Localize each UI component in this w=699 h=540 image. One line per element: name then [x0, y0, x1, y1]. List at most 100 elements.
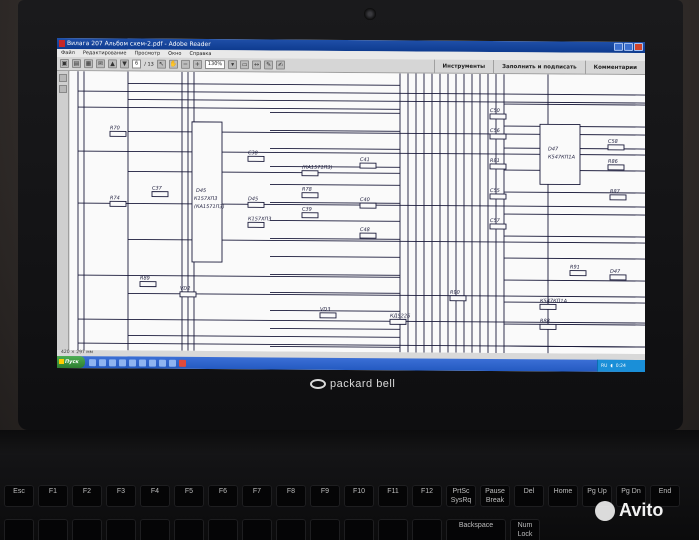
- key[interactable]: [310, 519, 340, 540]
- key-label: F1: [48, 488, 58, 495]
- minimize-button[interactable]: [614, 42, 623, 51]
- key-label: End: [658, 488, 672, 495]
- explorer-icon[interactable]: [99, 358, 106, 366]
- app-icon[interactable]: [119, 358, 126, 366]
- schematic-wire: [128, 98, 645, 104]
- app-icon[interactable]: [129, 358, 136, 366]
- zoom-out-icon[interactable]: −: [180, 59, 190, 69]
- menu-file[interactable]: Файл: [61, 49, 75, 57]
- menu-view[interactable]: Просмотр: [134, 50, 161, 57]
- pages-panel-icon[interactable]: [59, 73, 67, 83]
- fit-width-icon[interactable]: ↔: [252, 60, 262, 70]
- key-f3[interactable]: F3: [106, 485, 136, 507]
- key-f8[interactable]: F8: [276, 485, 306, 507]
- maximize-button[interactable]: [624, 42, 633, 51]
- menu-help[interactable]: Справка: [189, 50, 212, 58]
- key[interactable]: [412, 519, 442, 540]
- numlock-key[interactable]: Num Lock: [510, 519, 540, 540]
- key-f10[interactable]: F10: [344, 485, 374, 507]
- page-down-icon[interactable]: ▼: [120, 59, 129, 69]
- schematic-wire: [78, 318, 645, 324]
- open-icon[interactable]: ▣: [60, 58, 69, 69]
- key-pg-dn[interactable]: Pg Dn: [616, 485, 646, 507]
- backspace-key[interactable]: Backspace: [446, 519, 506, 540]
- component: [319, 312, 337, 319]
- component: [359, 232, 377, 239]
- component: [489, 193, 507, 200]
- key[interactable]: [38, 519, 68, 540]
- key[interactable]: [72, 519, 102, 540]
- key[interactable]: [208, 519, 238, 540]
- schematic-wire: [270, 327, 400, 330]
- circuit-schematic: R70R74C37C38D45К157ХП3(КА1571П3)R78C39C4…: [77, 71, 645, 354]
- key[interactable]: [242, 519, 272, 540]
- save-icon[interactable]: ▤: [72, 59, 81, 69]
- key[interactable]: [276, 519, 306, 540]
- comments-panel-button[interactable]: Комментарии: [584, 60, 645, 76]
- key-f7[interactable]: F7: [242, 485, 272, 507]
- app-icon[interactable]: [159, 359, 166, 367]
- component: [359, 162, 377, 169]
- key[interactable]: [140, 519, 170, 540]
- start-button[interactable]: Пуск: [57, 355, 85, 369]
- key-f4[interactable]: F4: [140, 485, 170, 507]
- key-label: F2: [82, 488, 92, 495]
- page-up-icon[interactable]: ▲: [108, 59, 117, 69]
- app-icon[interactable]: [149, 359, 156, 367]
- key-home[interactable]: Home: [548, 485, 578, 507]
- page-total: / 13: [144, 61, 154, 68]
- menu-edit[interactable]: Редактирование: [82, 50, 127, 57]
- attachments-icon[interactable]: [59, 84, 67, 94]
- key-f9[interactable]: F9: [310, 485, 340, 507]
- key[interactable]: [174, 519, 204, 540]
- key-end[interactable]: End: [650, 485, 680, 507]
- menu-window[interactable]: Окно: [168, 50, 182, 57]
- key[interactable]: [4, 519, 34, 540]
- key-label: Pg Dn: [621, 488, 641, 495]
- select-icon[interactable]: ↖: [156, 59, 166, 69]
- key-f11[interactable]: F11: [378, 485, 408, 507]
- key-f5[interactable]: F5: [174, 485, 204, 507]
- window-controls: [614, 42, 643, 52]
- key[interactable]: [378, 519, 408, 540]
- email-icon[interactable]: ✉: [96, 59, 105, 69]
- key-del[interactable]: Del: [514, 485, 544, 507]
- zoom-in-icon[interactable]: +: [192, 59, 202, 69]
- schematic-wire: [504, 301, 645, 304]
- browser-icon[interactable]: [89, 358, 96, 366]
- app-icon[interactable]: [169, 359, 176, 367]
- component: [489, 163, 507, 170]
- key-f6[interactable]: F6: [208, 485, 238, 507]
- key-f12[interactable]: F12: [412, 485, 442, 507]
- fit-page-icon[interactable]: ▭: [240, 60, 250, 70]
- hand-icon[interactable]: ✋: [168, 59, 178, 69]
- schematic-wire: [270, 183, 400, 186]
- key-f1[interactable]: F1: [38, 485, 68, 507]
- zoom-input[interactable]: 130%: [204, 59, 226, 70]
- zoom-dropdown-icon[interactable]: ▾: [228, 60, 238, 70]
- chip-d45: [191, 121, 223, 263]
- media-icon[interactable]: [109, 358, 116, 366]
- sign-icon[interactable]: ✍: [276, 60, 286, 70]
- fill-sign-panel-button[interactable]: Заполнить и подписать: [493, 59, 585, 75]
- key-f2[interactable]: F2: [72, 485, 102, 507]
- language-indicator[interactable]: RU: [601, 363, 608, 369]
- key-label: Esc: [13, 488, 25, 495]
- component: [301, 170, 319, 177]
- tools-panel-button[interactable]: Инструменты: [433, 59, 494, 74]
- volume-icon[interactable]: ◖: [610, 363, 613, 369]
- close-button[interactable]: [634, 42, 643, 52]
- key-esc[interactable]: Esc: [4, 485, 34, 507]
- page-number-input[interactable]: 6: [132, 59, 142, 69]
- comment-icon[interactable]: ✎: [264, 60, 274, 70]
- print-icon[interactable]: ▦: [84, 59, 93, 69]
- adobe-taskbar-icon[interactable]: [179, 359, 186, 367]
- key-label: F9: [320, 488, 330, 495]
- key[interactable]: [106, 519, 136, 540]
- app-icon[interactable]: [139, 359, 146, 367]
- key[interactable]: [344, 519, 374, 540]
